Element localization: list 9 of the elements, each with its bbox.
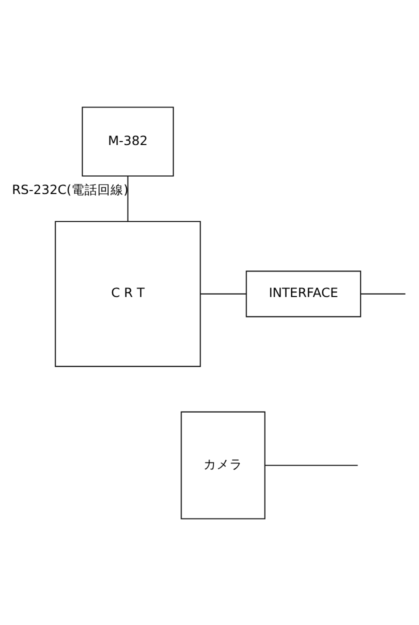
connector (127, 176, 128, 221)
connector (200, 292, 246, 294)
connector (360, 292, 406, 294)
node-box: C R T (54, 220, 201, 366)
node-box: INTERFACE (246, 270, 362, 317)
node-box: カメラ (180, 410, 266, 519)
edge-label: RS-232C(電話回線) (12, 182, 128, 197)
connector (264, 464, 358, 466)
node-box: M-382 (82, 106, 174, 176)
